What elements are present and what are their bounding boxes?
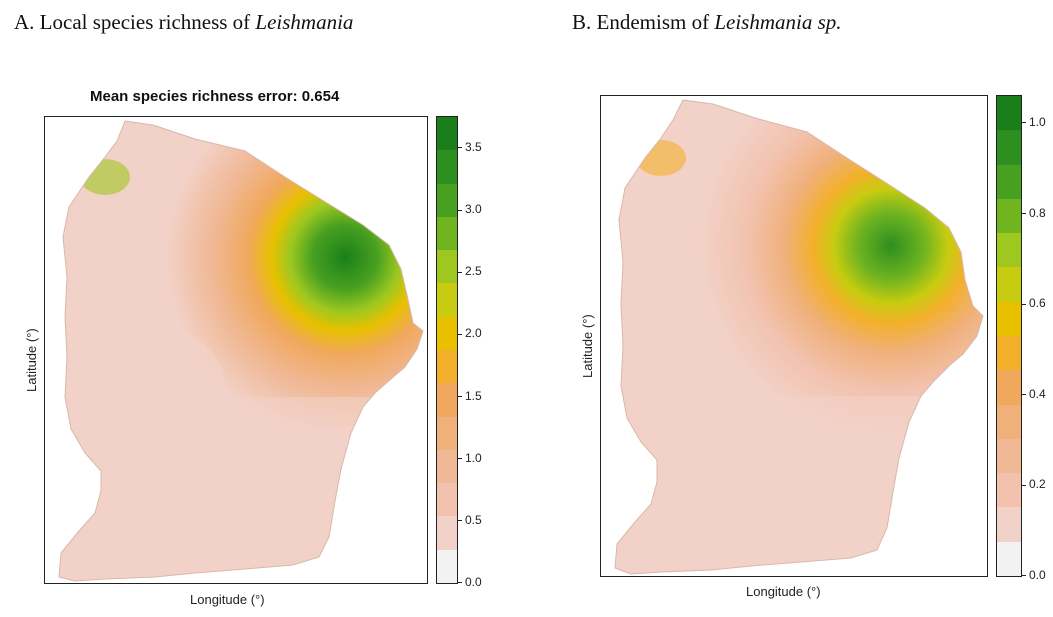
- colorbar-tick-label: 2.0: [458, 326, 482, 340]
- colorbar-segment: [997, 164, 1021, 199]
- colorbar-segment: [437, 382, 457, 417]
- colorbar-segment: [437, 449, 457, 484]
- panel-b-map-svg: [614, 99, 984, 575]
- panel-b-title: B. Endemism of Leishmania sp.: [572, 10, 842, 35]
- colorbar-segment: [997, 541, 1021, 576]
- colorbar-segment: [997, 506, 1021, 542]
- colorbar-segment: [997, 369, 1021, 405]
- colorbar-tick-label: 1.5: [458, 389, 482, 403]
- colorbar-segment: [997, 232, 1021, 268]
- colorbar-tick-label: 0.2: [1022, 477, 1046, 491]
- panel-b-x-axis-label: Longitude (°): [746, 584, 821, 599]
- colorbar-segment: [437, 216, 457, 251]
- colorbar-segment: [437, 482, 457, 517]
- colorbar-tick-label: 0.0: [1022, 568, 1046, 582]
- colorbar-tick-label: 0.4: [1022, 387, 1046, 401]
- panel-a-map-fill: [59, 121, 423, 581]
- colorbar-segment: [997, 198, 1021, 234]
- panel-a-x-axis-label: Longitude (°): [190, 592, 265, 607]
- colorbar-segment: [997, 472, 1021, 508]
- colorbar-tick-label: 0.5: [458, 513, 482, 527]
- colorbar-segment: [437, 149, 457, 184]
- colorbar-segment: [437, 515, 457, 550]
- panel-b-y-axis-label: Latitude (°): [580, 314, 595, 378]
- panel-a-title-italic: Leishmania: [255, 10, 354, 34]
- colorbar-segment: [997, 129, 1021, 165]
- colorbar-segment: [997, 335, 1021, 371]
- colorbar-segment: [437, 549, 457, 583]
- panel-a-title-text: A. Local species richness of: [14, 10, 256, 34]
- colorbar-segment: [437, 183, 457, 217]
- colorbar-segment: [437, 282, 457, 317]
- panel-b-colorbar: [996, 95, 1022, 577]
- colorbar-tick-label: 3.5: [458, 140, 482, 154]
- colorbar-segment: [997, 266, 1021, 302]
- colorbar-segment: [437, 249, 457, 284]
- colorbar-tick-label: 1.0: [458, 451, 482, 465]
- colorbar-tick-label: 0.6: [1022, 296, 1046, 310]
- panel-b-title-italic: Leishmania sp.: [714, 10, 842, 34]
- panel-b-title-text: B. Endemism of: [572, 10, 715, 34]
- panel-a-colorbar: [436, 116, 458, 584]
- colorbar-tick-label: 0.0: [458, 575, 482, 589]
- colorbar-tick-label: 0.8: [1022, 206, 1046, 220]
- panel-b-map-fill: [615, 100, 983, 574]
- panel-a-subtitle: Mean species richness error: 0.654: [90, 88, 340, 105]
- colorbar-segment: [997, 404, 1021, 439]
- colorbar-segment: [997, 438, 1021, 474]
- colorbar-segment: [997, 301, 1021, 336]
- panel-a-map: [44, 116, 428, 584]
- colorbar-tick-label: 1.0: [1022, 115, 1046, 129]
- panel-a-y-axis-label: Latitude (°): [24, 328, 39, 392]
- colorbar-tick-label: 3.0: [458, 202, 482, 216]
- panel-a-title: A. Local species richness of Leishmania: [14, 10, 353, 35]
- colorbar-segment: [437, 116, 457, 151]
- colorbar-segment: [437, 316, 457, 350]
- panel-b-map: [600, 95, 988, 577]
- colorbar-tick-label: 2.5: [458, 264, 482, 278]
- colorbar-segment: [437, 416, 457, 450]
- panel-a-map-svg: [58, 120, 424, 582]
- colorbar-segment: [997, 95, 1021, 131]
- colorbar-segment: [437, 349, 457, 384]
